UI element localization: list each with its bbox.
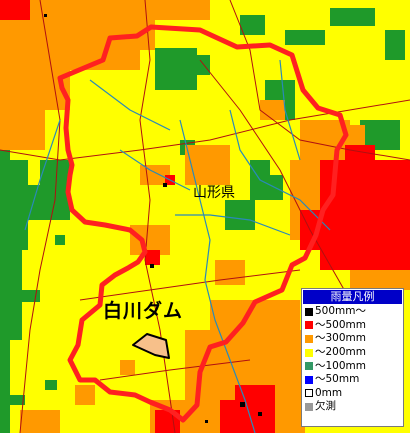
legend-swatch: [305, 321, 313, 330]
legend-label: 〜500mm: [315, 318, 366, 331]
dam-polygon: [132, 333, 170, 359]
legend-label: 〜50mm: [315, 373, 360, 386]
legend-item: 〜100mm: [302, 359, 403, 373]
legend-swatch: [305, 307, 313, 316]
legend-swatch: [305, 362, 313, 371]
legend-label: 500mm〜: [315, 305, 366, 318]
legend-label: 〜300mm: [315, 332, 366, 345]
prefecture-label: 山形県: [193, 185, 235, 201]
rain-black-areas: [44, 14, 262, 423]
legend-item: 〜500mm: [302, 319, 403, 333]
legend-item: 〜200mm: [302, 346, 403, 360]
legend-label: 〜100mm: [315, 359, 366, 372]
rainfall-legend: 雨量凡例 500mm〜 〜500mm 〜300mm 〜200mm 〜100mm …: [301, 288, 404, 427]
legend-item: 0mm: [302, 387, 403, 401]
legend-label: 欠測: [315, 400, 336, 413]
legend-item: 欠測: [302, 400, 403, 414]
rivers: [24, 59, 331, 433]
legend-label: 0mm: [315, 386, 343, 399]
legend-item: 〜50mm: [302, 373, 403, 387]
legend-item: 500mm〜: [302, 305, 403, 319]
legend-swatch: [305, 348, 313, 357]
dam-label: 白川ダム: [103, 300, 184, 322]
legend-title: 雨量凡例: [303, 290, 402, 304]
legend-swatch: [305, 375, 313, 384]
legend-swatch: [305, 334, 313, 343]
legend-swatch: [305, 402, 313, 411]
legend-swatch: [305, 389, 313, 398]
legend-label: 〜200mm: [315, 346, 366, 359]
prefecture-boundary: [57, 24, 349, 423]
legend-item: 〜300mm: [302, 332, 403, 346]
